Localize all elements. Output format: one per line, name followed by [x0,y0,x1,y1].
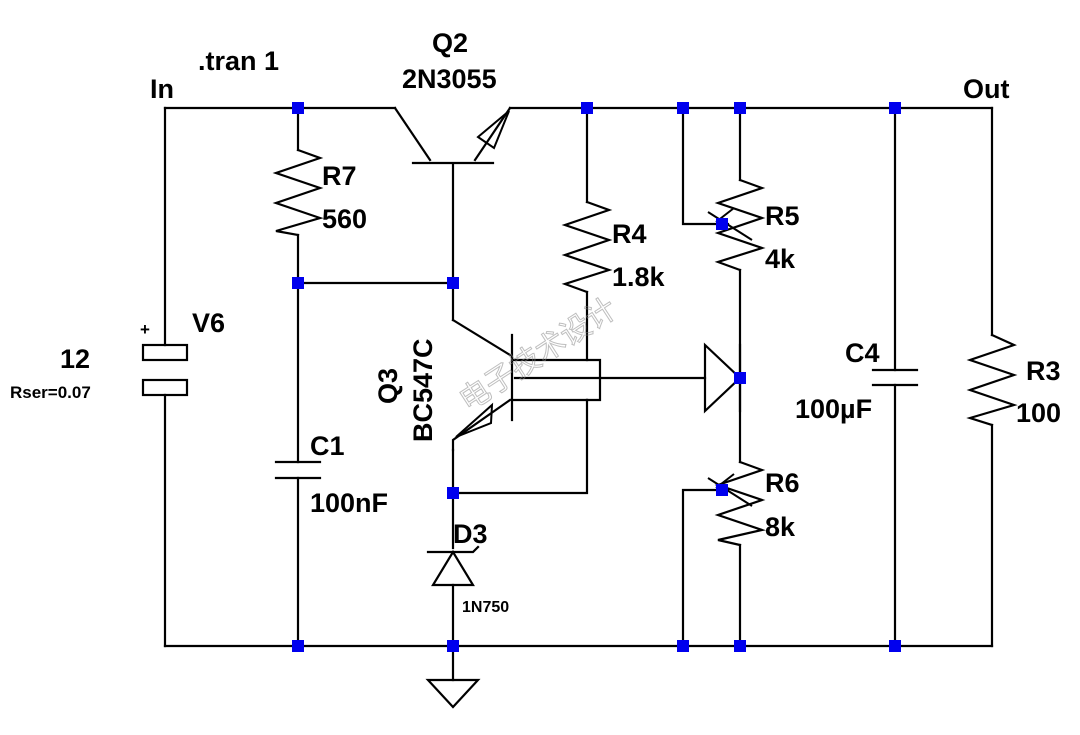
c1-name: C1 [310,431,345,461]
r6-value: 8k [765,512,796,542]
junction-node [889,102,901,114]
q2-name: Q2 [432,28,468,58]
junction-node [734,372,746,384]
resistor-r7 [272,148,324,237]
directive-label: .tran 1 [198,46,279,76]
transistor-q3 [451,318,602,452]
junction-node [677,640,689,652]
transistor-q2 [393,106,512,165]
q2-emitter-arrow [476,110,510,150]
junction-node [292,640,304,652]
r4-name: R4 [612,219,647,249]
junction-node [889,640,901,652]
zener-d3 [426,545,480,587]
resistor-r3 [966,333,1018,427]
r7-value: 560 [322,204,367,234]
junction-node [716,218,728,230]
q2-model: 2N3055 [402,64,497,94]
junction-node [447,640,459,652]
q3-name: Q3 [373,368,403,404]
battery-v6 [141,343,189,397]
d3-model: 1N750 [462,599,509,616]
ground-symbol [425,678,481,709]
v6-plus: + [140,320,150,339]
junction-node [734,102,746,114]
q3-model: BC547C [408,338,438,442]
net-label-in: In [150,74,174,104]
capacitor-c1 [274,460,322,480]
capacitor-c4 [871,368,919,387]
v6-value: 12 [60,344,90,374]
junction-node [581,102,593,114]
d3-name: D3 [453,519,488,549]
r3-value: 100 [1016,398,1061,428]
c4-value: 100µF [795,394,872,424]
resistor-r4 [561,200,613,294]
r5-value: 4k [765,244,796,274]
junction-node [716,484,728,496]
v6-name: V6 [192,308,225,338]
r3-name: R3 [1026,356,1061,386]
r7-name: R7 [322,161,357,191]
junction-node [734,640,746,652]
junction-node [447,277,459,289]
r6-name: R6 [765,468,800,498]
junction-node [292,102,304,114]
junction-nodes [292,102,901,652]
c1-value: 100nF [310,488,388,518]
r5-name: R5 [765,201,800,231]
q3-emitter-arrow [455,402,494,438]
r4-value: 1.8k [612,262,666,292]
junction-node [447,487,459,499]
junction-node [292,277,304,289]
c4-name: C4 [845,338,880,368]
net-label-out: Out [963,74,1010,104]
potentiometer-r6 [707,460,767,547]
v6-param: Rser=0.07 [10,383,91,402]
junction-node [677,102,689,114]
